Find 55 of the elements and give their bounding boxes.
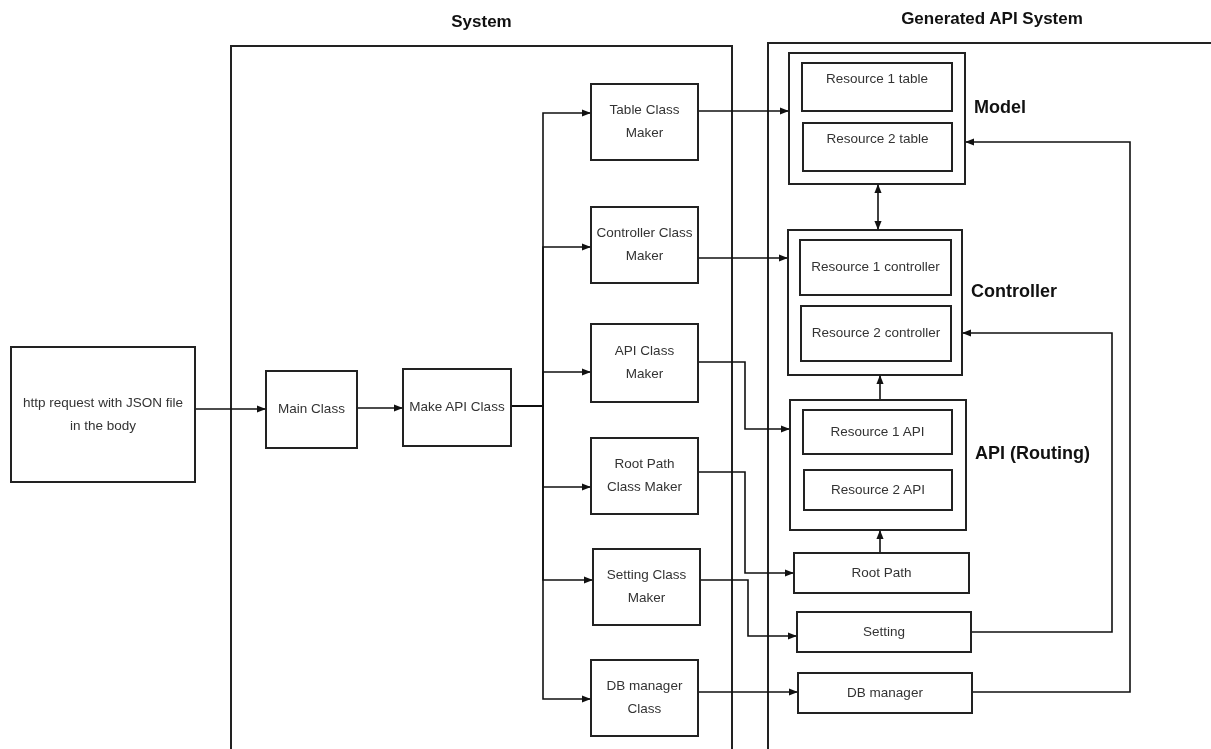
process-box — [802, 122, 953, 172]
process-box — [796, 611, 972, 653]
process-box — [800, 305, 952, 362]
arrow — [698, 107, 789, 115]
arrow — [874, 184, 882, 230]
arrow — [876, 530, 884, 553]
arrow — [698, 688, 798, 696]
process-box — [797, 672, 973, 714]
box-label: Setting Class Maker — [605, 566, 688, 607]
process-box — [801, 62, 953, 112]
box-label: Main Class — [277, 400, 346, 419]
layer-title: Controller — [971, 280, 1057, 302]
process-box — [10, 346, 196, 483]
process-box — [799, 239, 952, 296]
box-label: Resource 1 API — [829, 422, 926, 441]
box-label: DB manager — [846, 683, 924, 702]
process-box — [592, 548, 701, 626]
arrow — [195, 405, 266, 413]
process-box — [803, 469, 953, 511]
box-label: Root Path Class Maker — [606, 455, 683, 496]
process-box — [265, 370, 358, 449]
arrow — [698, 471, 794, 577]
box-label: Resource 2 table — [825, 130, 930, 148]
box-label: Resource 1 controller — [810, 258, 941, 277]
arrow — [965, 138, 1131, 693]
box-label: Controller Class Maker — [595, 224, 694, 265]
process-box — [590, 659, 699, 737]
process-box — [793, 552, 970, 594]
process-box — [802, 409, 953, 455]
process-box — [590, 83, 699, 161]
box-label: DB manager Class — [605, 677, 684, 718]
arrow — [700, 579, 797, 640]
box-label: Resource 2 API — [830, 480, 926, 499]
process-box — [590, 437, 699, 515]
arrow — [357, 404, 403, 412]
box-label: API Class Maker — [613, 342, 676, 383]
arrow — [962, 329, 1113, 633]
process-box — [402, 368, 512, 447]
box-label: http request with JSON file in the body — [22, 393, 184, 435]
layer-title: Model — [974, 96, 1026, 118]
arrow — [698, 361, 790, 433]
system-title: Generated API System — [900, 9, 1084, 29]
box-label: Setting — [862, 622, 906, 641]
arrow — [511, 405, 591, 703]
arrow — [876, 375, 884, 400]
box-label: Root Path — [850, 563, 913, 582]
process-box — [590, 323, 699, 403]
box-label: Resource 1 table — [824, 70, 930, 88]
system-title: System — [450, 12, 513, 32]
box-label: Resource 2 controller — [810, 324, 942, 343]
box-label: Make API Class — [408, 398, 506, 417]
process-box — [590, 206, 699, 284]
box-label: Table Class Maker — [608, 101, 681, 142]
layer-title: API (Routing) — [975, 443, 1090, 464]
arrow — [698, 254, 788, 262]
